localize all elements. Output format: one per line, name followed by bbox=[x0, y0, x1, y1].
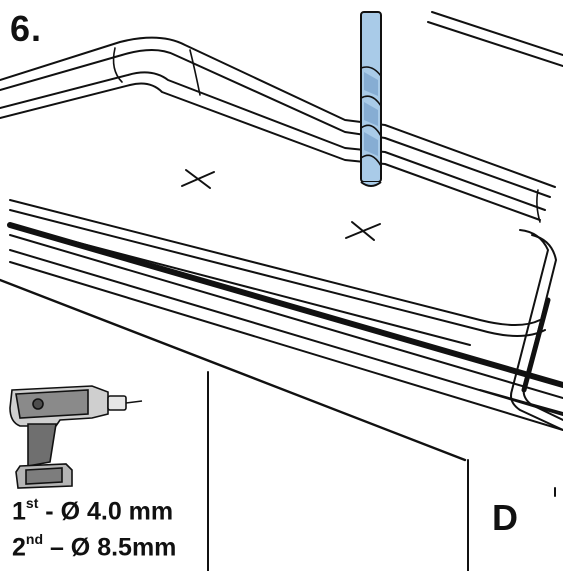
drill-spec-second: 2nd – Ø 8.5mm bbox=[12, 531, 177, 562]
spec-ordinal: 2 bbox=[12, 533, 26, 562]
tray-rim bbox=[0, 36, 556, 223]
drill-bit-icon bbox=[360, 11, 382, 187]
x-mark-icon bbox=[345, 221, 381, 241]
spec-ordinal-suffix: nd bbox=[25, 531, 44, 547]
spec-ordinal: 1 bbox=[12, 497, 26, 526]
step-number: 6. bbox=[10, 8, 43, 49]
panel-letter: D bbox=[492, 497, 518, 538]
spec-size: – Ø 8.5mm bbox=[43, 533, 177, 562]
spec-ordinal-suffix: st bbox=[25, 495, 39, 511]
cabinet-edge bbox=[0, 278, 467, 462]
spec-size: - Ø 4.0 mm bbox=[38, 497, 174, 526]
tray-lower-lip bbox=[7, 222, 563, 431]
panel-edge-top-right bbox=[427, 11, 563, 67]
drill-spec-first: 1st - Ø 4.0 mm bbox=[12, 495, 174, 526]
cordless-drill-icon bbox=[9, 385, 143, 489]
x-mark-icon bbox=[181, 169, 215, 189]
